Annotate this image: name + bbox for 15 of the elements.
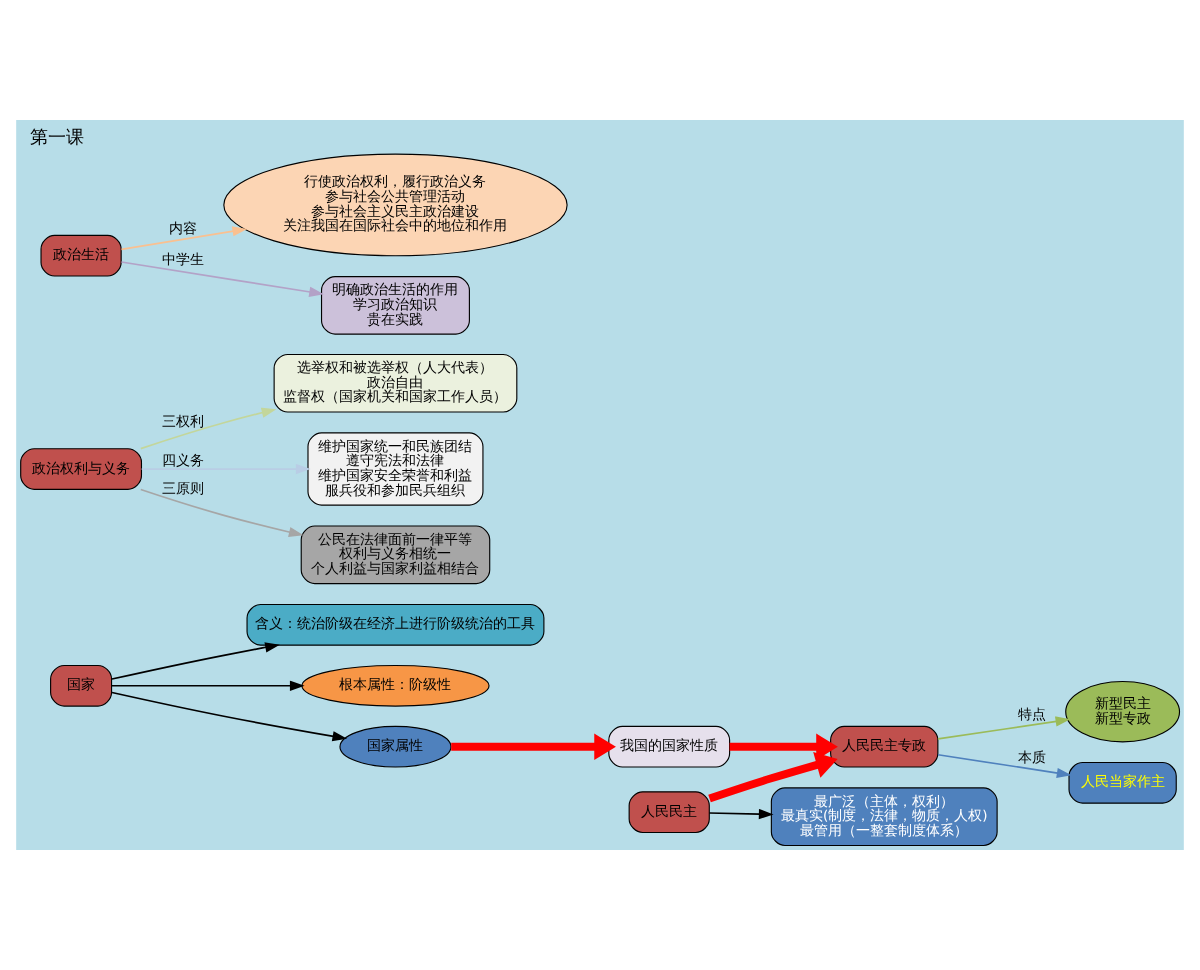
arrow [729,733,838,760]
arrow [140,463,311,475]
arrow [120,226,248,251]
arrow [111,691,348,742]
arrow [937,716,1071,740]
arrow [111,642,280,680]
diagram-title: 第一课 [29,129,84,150]
arrow [110,680,305,691]
arrow [708,752,838,803]
arrow [937,753,1072,779]
arrow [120,261,324,297]
arrow [708,808,774,820]
arrow [451,733,616,760]
arrow [139,407,277,450]
arrow [139,488,304,538]
